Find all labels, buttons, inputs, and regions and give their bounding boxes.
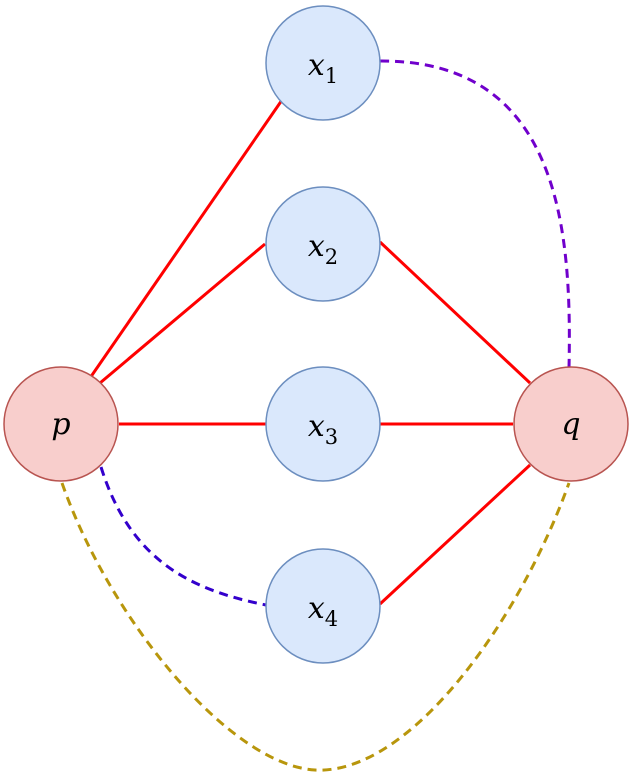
- edge-p-x1: [88, 99, 284, 379]
- node-x3-label: x: [308, 409, 325, 444]
- edge-x4-q: [378, 463, 532, 606]
- node-x3: x3: [265, 366, 381, 482]
- svg-text:x3: x3: [308, 409, 338, 449]
- edge-p-x4-dashed: [99, 466, 267, 607]
- node-x4: x4: [265, 548, 381, 664]
- svg-text:x1: x1: [308, 48, 338, 88]
- edge-p-x2: [99, 242, 266, 385]
- node-x3-subscript: 3: [325, 425, 338, 449]
- node-q-label: q: [561, 407, 580, 442]
- svg-text:x4: x4: [308, 591, 338, 631]
- edge-x2-q: [378, 240, 532, 385]
- node-x1-label: x: [308, 48, 325, 83]
- edge-p-q-dashed: [60, 482, 571, 772]
- node-p: p: [3, 366, 119, 482]
- edges: [60, 59, 571, 772]
- svg-text:x2: x2: [308, 229, 338, 269]
- node-x1-subscript: 1: [325, 64, 338, 88]
- node-x4-subscript: 4: [325, 607, 338, 631]
- edge-x1-q-dashed: [379, 59, 571, 369]
- node-x2-label: x: [308, 229, 325, 264]
- node-p-label: p: [51, 407, 70, 442]
- node-x2: x2: [265, 186, 381, 302]
- node-x4-label: x: [308, 591, 325, 626]
- node-x2-subscript: 2: [325, 245, 338, 269]
- node-x1: x1: [265, 5, 381, 121]
- node-q: q: [513, 366, 629, 482]
- nodes: x1 x2 x3 x4 p q: [3, 5, 629, 664]
